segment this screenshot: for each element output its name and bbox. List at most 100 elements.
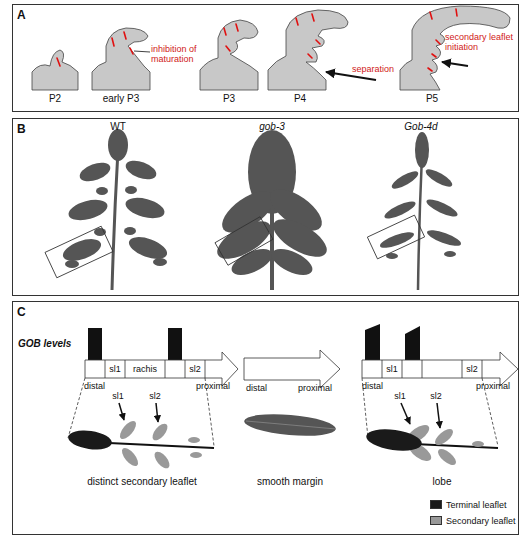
leaflet <box>425 227 462 249</box>
axis-arrow <box>244 350 340 388</box>
gob3-leaf <box>212 130 333 290</box>
rachis <box>418 155 422 290</box>
figure-label: distal <box>246 383 267 393</box>
leaflet <box>424 166 455 190</box>
secondary-lobe <box>472 441 484 447</box>
maturation-marks <box>57 9 457 71</box>
leaf-lobed <box>365 422 498 468</box>
gob4d-leaf <box>367 132 462 290</box>
red-mark <box>296 18 298 25</box>
zoom-box <box>367 215 424 259</box>
figure-label: separation <box>352 64 394 74</box>
leaflet <box>444 251 456 257</box>
initiation-arrow <box>442 62 468 66</box>
figure-label: P3 <box>223 93 235 104</box>
secondary-leaflet <box>190 452 202 458</box>
dashed-guide <box>68 378 85 438</box>
axis-arrow <box>85 352 238 386</box>
figure-panel: A <box>12 4 519 112</box>
cell-dividers <box>382 360 482 378</box>
figure-label: GOB levels <box>18 338 71 349</box>
leaflet <box>390 168 421 192</box>
figure-label: Gob-4d <box>404 121 437 132</box>
simple-leaf <box>243 411 336 439</box>
red-mark <box>436 40 440 44</box>
leaflet <box>77 159 113 185</box>
gob-level-bars <box>88 324 420 360</box>
figure-label: secondary leaflet initiation <box>445 32 521 52</box>
leaf-smooth <box>243 411 336 439</box>
red-mark <box>308 54 312 58</box>
figure-label: P2 <box>49 93 61 104</box>
secondary-lobe <box>432 426 455 448</box>
figure-panel: C <box>12 301 519 535</box>
leaflet <box>66 196 109 224</box>
red-mark <box>57 58 60 66</box>
zoom-box <box>215 217 273 266</box>
leaflet <box>123 194 166 222</box>
zoom-box <box>45 226 113 278</box>
figure-label: P4 <box>294 93 306 104</box>
secondary-leaflet <box>152 449 173 471</box>
secondary-leaflet <box>150 421 171 443</box>
secondary-leaflet <box>117 418 139 441</box>
figure-label: early P3 <box>103 93 140 104</box>
leaflet <box>108 129 128 161</box>
figure-label: proximal <box>476 381 510 391</box>
leaflet <box>124 227 136 235</box>
primordium-early-p3 <box>92 28 150 90</box>
gob-bar <box>405 326 420 360</box>
figure-label: distal <box>362 381 383 391</box>
rachis <box>112 150 118 290</box>
red-mark <box>130 48 133 54</box>
legend-swatch <box>430 516 442 525</box>
red-mark <box>124 32 126 39</box>
red-mark <box>312 14 314 21</box>
red-mark <box>112 38 114 46</box>
red-mark <box>236 24 238 31</box>
figure-label: proximal <box>196 381 230 391</box>
leaflet <box>378 229 415 251</box>
figure-label: inhibition of maturation <box>151 44 213 64</box>
figure-label: rachis <box>133 364 157 374</box>
leaf-blade <box>228 244 276 281</box>
leaflet <box>123 157 159 183</box>
secondary-leaflet <box>119 445 141 468</box>
down-arrow <box>401 403 410 424</box>
figure-label: sl2 <box>189 364 201 374</box>
legend-text: Secondary leaflet <box>446 516 516 526</box>
figure-label: gob-3 <box>259 121 285 132</box>
figure-label: sl2 <box>466 364 478 374</box>
down-arrow <box>437 403 440 428</box>
cell-dividers <box>105 360 205 378</box>
figure-label: sl2 <box>149 391 161 401</box>
primordium-p2 <box>32 50 78 90</box>
down-arrow <box>119 403 124 420</box>
down-arrow <box>156 403 158 422</box>
leaflet <box>382 198 417 221</box>
leaflet <box>60 235 104 266</box>
gob-bar <box>88 328 102 360</box>
red-mark <box>456 9 457 16</box>
figure-label: sl1 <box>386 364 398 374</box>
leaflet <box>424 196 459 219</box>
figure-label: sl1 <box>112 391 124 401</box>
figure-label: P5 <box>426 93 438 104</box>
figure-label: distinct secondary leaflet <box>87 476 197 487</box>
figure-label: sl1 <box>394 391 406 401</box>
leaflet <box>96 187 108 195</box>
red-mark <box>430 12 432 19</box>
terminal-leaflet <box>67 428 113 452</box>
gob-bar <box>365 324 380 360</box>
legend-text: Terminal leaflet <box>446 500 507 510</box>
leaflet <box>153 258 167 266</box>
red-mark <box>226 46 230 51</box>
leaf-distinct <box>67 418 214 471</box>
secondary-leaflets <box>117 418 202 471</box>
leaflet <box>125 186 137 194</box>
legend-swatch <box>430 500 442 509</box>
figure-label: sl1 <box>109 364 121 374</box>
primordium-p4 <box>268 10 348 90</box>
panel-letter: B <box>17 122 26 136</box>
